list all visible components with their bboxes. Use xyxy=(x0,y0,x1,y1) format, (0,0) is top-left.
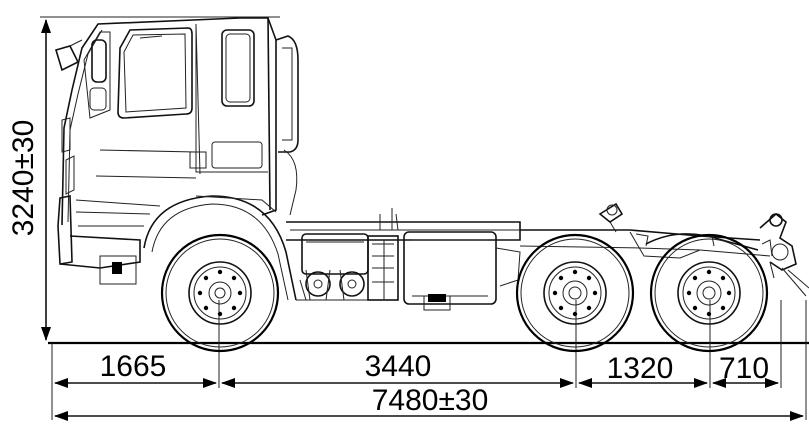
front-overhang-label: 1665 xyxy=(100,350,167,383)
front-fender xyxy=(143,195,297,301)
wheelbase-front-label: 3440 xyxy=(365,350,432,383)
total-length-label: 7480±30 xyxy=(372,384,489,417)
cab xyxy=(55,17,299,226)
tow-hitch xyxy=(759,212,809,297)
height-label: 3240±30 xyxy=(7,120,40,237)
truck-illustration xyxy=(55,17,809,353)
rear-overhang-label: 710 xyxy=(719,352,769,385)
rear-wheel-1 xyxy=(515,233,635,353)
wheelbase-rear-label: 1320 xyxy=(607,352,674,385)
rear-suspension xyxy=(598,202,759,259)
rear-wheel-2 xyxy=(649,233,769,353)
front-bumper xyxy=(57,117,161,285)
height-dimension: 3240±30 xyxy=(7,16,280,341)
front-wheel xyxy=(160,233,280,353)
tanks xyxy=(301,208,521,311)
segment-dimensions: 1665 3440 1320 710 xyxy=(54,350,779,388)
total-length-dimension: 7480±30 xyxy=(54,384,804,421)
extension-lines xyxy=(51,300,807,420)
